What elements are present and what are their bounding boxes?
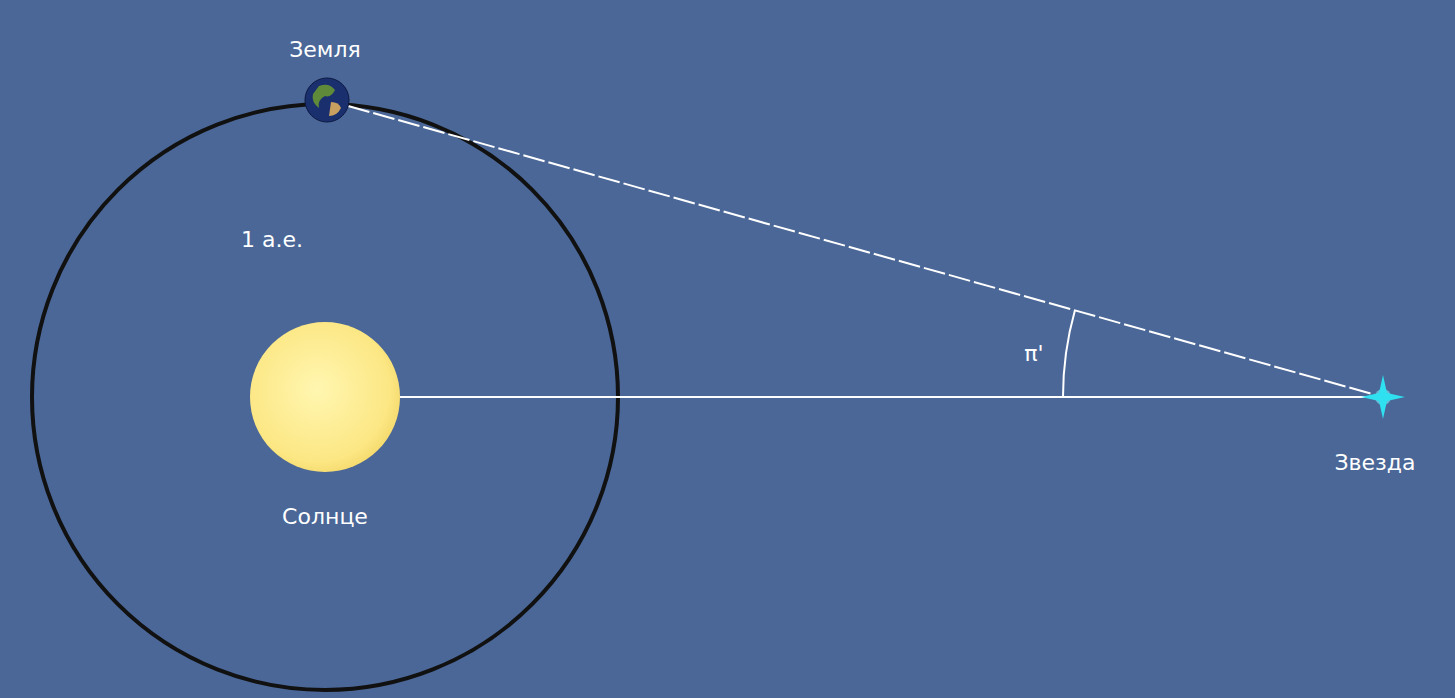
node-label: Солнце — [282, 505, 368, 529]
node-shape — [305, 78, 349, 122]
node-shape — [1361, 375, 1405, 419]
sun-circle: Солнце — [250, 322, 400, 472]
dashed-sightline — [348, 106, 1374, 395]
parallax-angle-arc — [1063, 310, 1075, 397]
sun-star-line — [400, 396, 1374, 398]
distance-label: 1 а.е. — [241, 228, 303, 252]
node-label: Земля — [289, 38, 361, 62]
star-rays — [1361, 375, 1405, 419]
node-label: Звезда — [1335, 451, 1416, 475]
earth-disc — [305, 78, 349, 122]
sun-disc — [250, 322, 400, 472]
node-shape — [250, 322, 400, 472]
earth-planet: Земля — [305, 78, 349, 122]
angle-label: π' — [1024, 342, 1043, 366]
earth-land — [329, 102, 341, 116]
star-symbol: Звезда — [1361, 375, 1405, 419]
